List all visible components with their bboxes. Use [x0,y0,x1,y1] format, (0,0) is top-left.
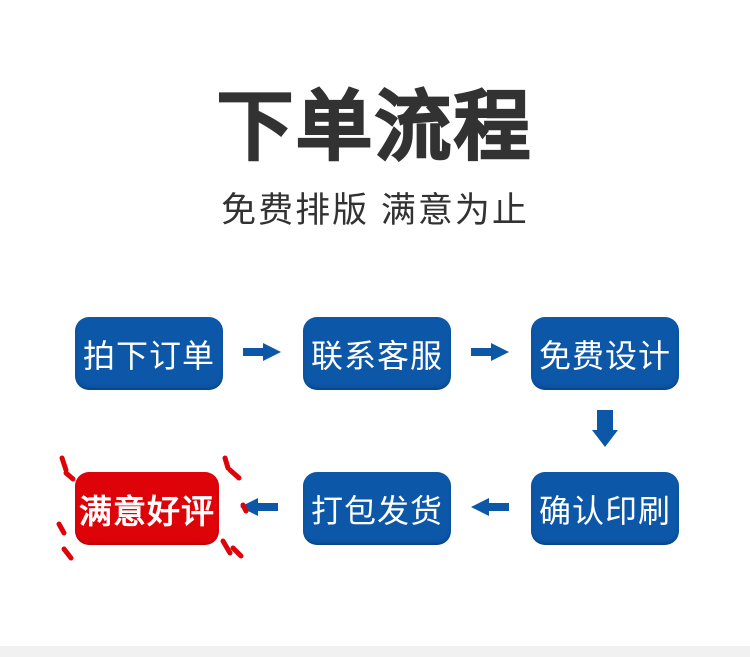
step-label: 拍下订单 [82,337,215,374]
page-subtitle: 免费排版 满意为止 [221,191,529,230]
step-label: 打包发货 [310,492,443,529]
step-good-review: 满意好评 [75,472,219,545]
step-label: 免费设计 [538,337,671,374]
step-place-order: 拍下订单 [75,317,223,390]
step-pack-ship: 打包发货 [303,472,451,545]
arrow-right-icon [243,343,281,361]
step-label: 确认印刷 [538,492,671,529]
arrow-right-icon [471,343,509,361]
step-label: 联系客服 [310,337,443,374]
arrow-down-icon [592,410,618,447]
footer-divider-bar [0,646,750,657]
step-label: 满意好评 [79,492,215,530]
step-confirm-print: 确认印刷 [531,472,679,545]
step-free-design: 免费设计 [531,317,679,390]
step-contact-service: 联系客服 [303,317,451,390]
page-title: 下单流程 [216,85,533,170]
arrow-left-icon [471,498,509,516]
arrow-left-icon [240,498,278,516]
burst-decoration [56,455,249,561]
